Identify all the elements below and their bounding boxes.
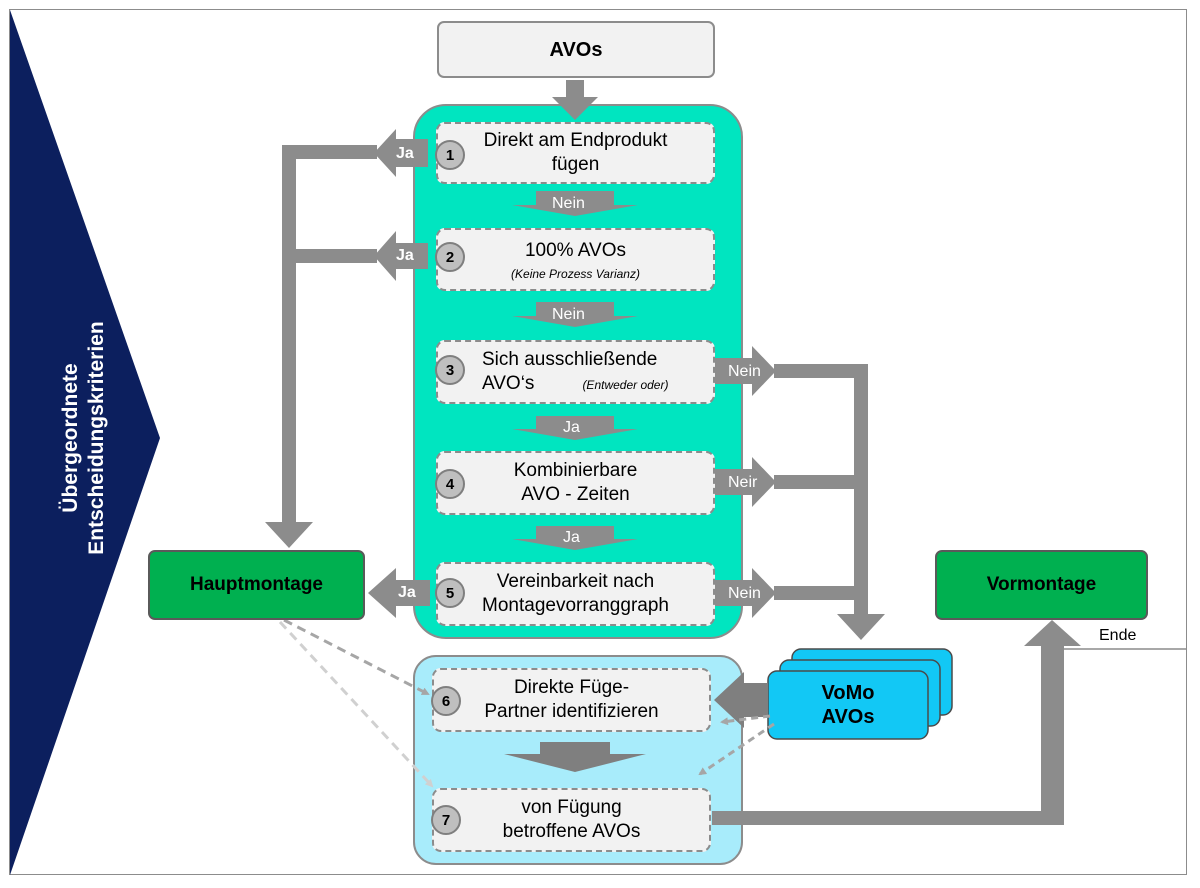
- no-label-4: Neir: [728, 474, 758, 491]
- step-7-node: von Fügung betroffene AVOs: [432, 788, 711, 852]
- step-1-node: Direkt am Endprodukt fügen: [436, 122, 715, 184]
- yes-label-2: Ja: [396, 247, 414, 264]
- outcome-vormontage: Vormontage: [935, 550, 1148, 620]
- yes-collector-arrowhead: [265, 522, 313, 548]
- step-3-badge: 3: [435, 355, 465, 385]
- yes-arrow-5: [368, 568, 430, 618]
- step-5-line2: Montagevorranggraph: [482, 595, 669, 616]
- step-5-badge: 5: [435, 578, 465, 608]
- vomo-to-step6-arrow: [714, 672, 768, 728]
- no-collector-mid: [774, 475, 868, 489]
- down-label-3: Ja: [563, 419, 580, 436]
- no-label-5: Nein: [728, 585, 761, 602]
- step-6-line1: Direkte Füge-: [513, 677, 630, 698]
- down-arrow-4: [512, 526, 638, 550]
- step-7-line1: von Fügung: [521, 797, 622, 818]
- yes-label-5: Ja: [398, 584, 416, 601]
- no-arrow-4: [714, 457, 776, 507]
- down-arrow-2: [512, 302, 638, 327]
- step-3-line1: Sich ausschließende: [482, 349, 658, 370]
- no-collector-bottom: [774, 586, 868, 600]
- dashed-haupt-to-step6: [283, 618, 430, 696]
- step-5-node: Vereinbarkeit nach Montagevorranggraph: [436, 562, 715, 626]
- no-arrow-3: [714, 346, 776, 396]
- vormontage-arrowhead: [1024, 620, 1081, 646]
- down-label-2: Nein: [552, 306, 585, 323]
- yes-arrow-2: [374, 231, 428, 281]
- side-chevron: [10, 10, 160, 875]
- yes-arrow-1: [374, 129, 428, 177]
- step-1-line1: Direkt am Endprodukt: [483, 130, 668, 151]
- step-7-badge: 7: [431, 805, 461, 835]
- step-4-line1: Kombinierbare: [513, 460, 638, 481]
- yes-label-1: Ja: [396, 145, 414, 162]
- step-7-line2: betroffene AVOs: [502, 821, 641, 842]
- side-label-line2: Entscheidungskriterien: [85, 321, 108, 555]
- step-3-line2: AVO‘s: [482, 373, 535, 394]
- step-6-line2: Partner identifizieren: [484, 701, 659, 722]
- side-label-line1: Übergeordnete: [59, 363, 82, 513]
- no-collector-top: [774, 364, 868, 378]
- diagram-frame: [9, 9, 1187, 875]
- step-2-node: 100% AVOs (Keine Prozess Varianz): [436, 228, 715, 291]
- outcome-hauptmontage-label: Hauptmontage: [190, 574, 323, 595]
- step-4-line2: AVO - Zeiten: [521, 484, 630, 505]
- vomo-label: VoMo AVOs: [768, 671, 928, 739]
- down-label-1: Nein: [552, 195, 585, 212]
- step-1-line2: fügen: [551, 154, 600, 175]
- yes-collector-mid: [282, 249, 377, 263]
- step7-to-vormontage-horizontal: [712, 811, 1064, 825]
- outcome-hauptmontage: Hauptmontage: [148, 550, 365, 620]
- end-label: Ende: [1099, 627, 1137, 644]
- step-2-line1: 100% AVOs: [524, 239, 627, 261]
- no-label-3: Nein: [728, 363, 761, 380]
- yes-collector-vertical: [282, 145, 296, 523]
- down-arrow-3: [512, 416, 638, 440]
- down-arrow-1: [512, 191, 638, 216]
- vomo-line2: AVOs: [821, 706, 875, 728]
- step-3-note: (Entweder oder): [582, 378, 669, 392]
- step-1-badge: 1: [435, 140, 465, 170]
- dashed-vomo-to-step6: [720, 714, 771, 726]
- step-5-line1: Vereinbarkeit nach: [496, 571, 655, 592]
- arrow-start-down: [552, 80, 598, 120]
- dashed-vomo-to-step7: [698, 722, 775, 776]
- step-3-node: Sich ausschließende AVO‘s (Entweder oder…: [436, 340, 715, 404]
- vomo-line1: VoMo: [821, 682, 875, 704]
- start-node-avos: AVOs: [437, 21, 715, 78]
- step-6-node: Direkte Füge- Partner identifizieren: [432, 668, 711, 732]
- no-collector-arrowhead: [837, 614, 885, 640]
- outcome-vormontage-label: Vormontage: [986, 574, 1097, 595]
- step-4-node: Kombinierbare AVO - Zeiten: [436, 451, 715, 515]
- step-2-badge: 2: [435, 242, 465, 272]
- side-label: Übergeordnete Entscheidungskriterien: [58, 218, 110, 658]
- no-arrow-5: [714, 568, 776, 618]
- step-4-badge: 4: [435, 469, 465, 499]
- step-6-badge: 6: [431, 686, 461, 716]
- step7-to-vormontage-vertical: [1041, 644, 1064, 825]
- dashed-haupt-to-step7: [278, 620, 434, 788]
- start-node-label: AVOs: [549, 38, 603, 61]
- down-label-4: Ja: [563, 529, 580, 546]
- step6-to-step7-arrow: [504, 742, 646, 772]
- no-collector-vertical: [854, 364, 868, 616]
- step-2-note: (Keine Prozess Varianz): [511, 266, 640, 281]
- yes-collector-top: [282, 145, 377, 159]
